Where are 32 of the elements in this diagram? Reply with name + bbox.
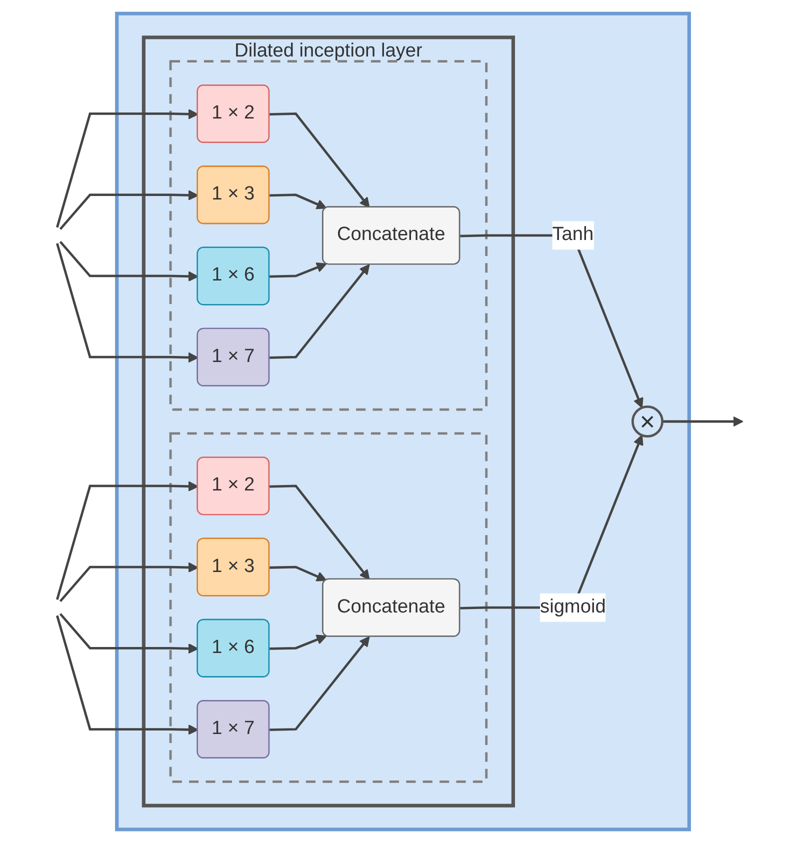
arrow — [59, 562, 198, 602]
arrow — [59, 613, 198, 654]
arrow — [460, 234, 644, 408]
process-box: 1 × 7 — [196, 328, 270, 386]
arrow — [270, 194, 327, 210]
arrow — [270, 262, 327, 278]
process-box: Concatenate — [322, 578, 460, 637]
arrow — [662, 416, 744, 427]
arrow — [270, 566, 327, 582]
arrow — [56, 243, 198, 363]
process-box: 1 × 3 — [196, 538, 270, 596]
arrow — [270, 264, 370, 359]
arrow — [270, 112, 370, 208]
arrow — [270, 484, 370, 580]
arrow — [59, 190, 198, 230]
process-box: 1 × 2 — [196, 84, 270, 143]
process-box: Concatenate — [322, 206, 460, 265]
arrow — [59, 240, 198, 282]
process-box: 1 × 7 — [196, 700, 270, 758]
dashed-group-frame — [169, 432, 488, 783]
arrow — [270, 634, 327, 650]
edge-label: sigmoid — [540, 593, 606, 622]
dashed-group-frame — [169, 60, 488, 411]
arrow — [270, 636, 370, 732]
process-box: 1 × 2 — [196, 456, 270, 516]
edge-label: Tanh — [552, 221, 594, 250]
process-box: 1 × 6 — [196, 618, 270, 678]
process-box: 1 × 3 — [196, 166, 270, 224]
arrow — [56, 108, 198, 228]
arrow — [56, 615, 198, 735]
arrow — [56, 481, 198, 600]
process-box: 1 × 6 — [196, 246, 270, 306]
